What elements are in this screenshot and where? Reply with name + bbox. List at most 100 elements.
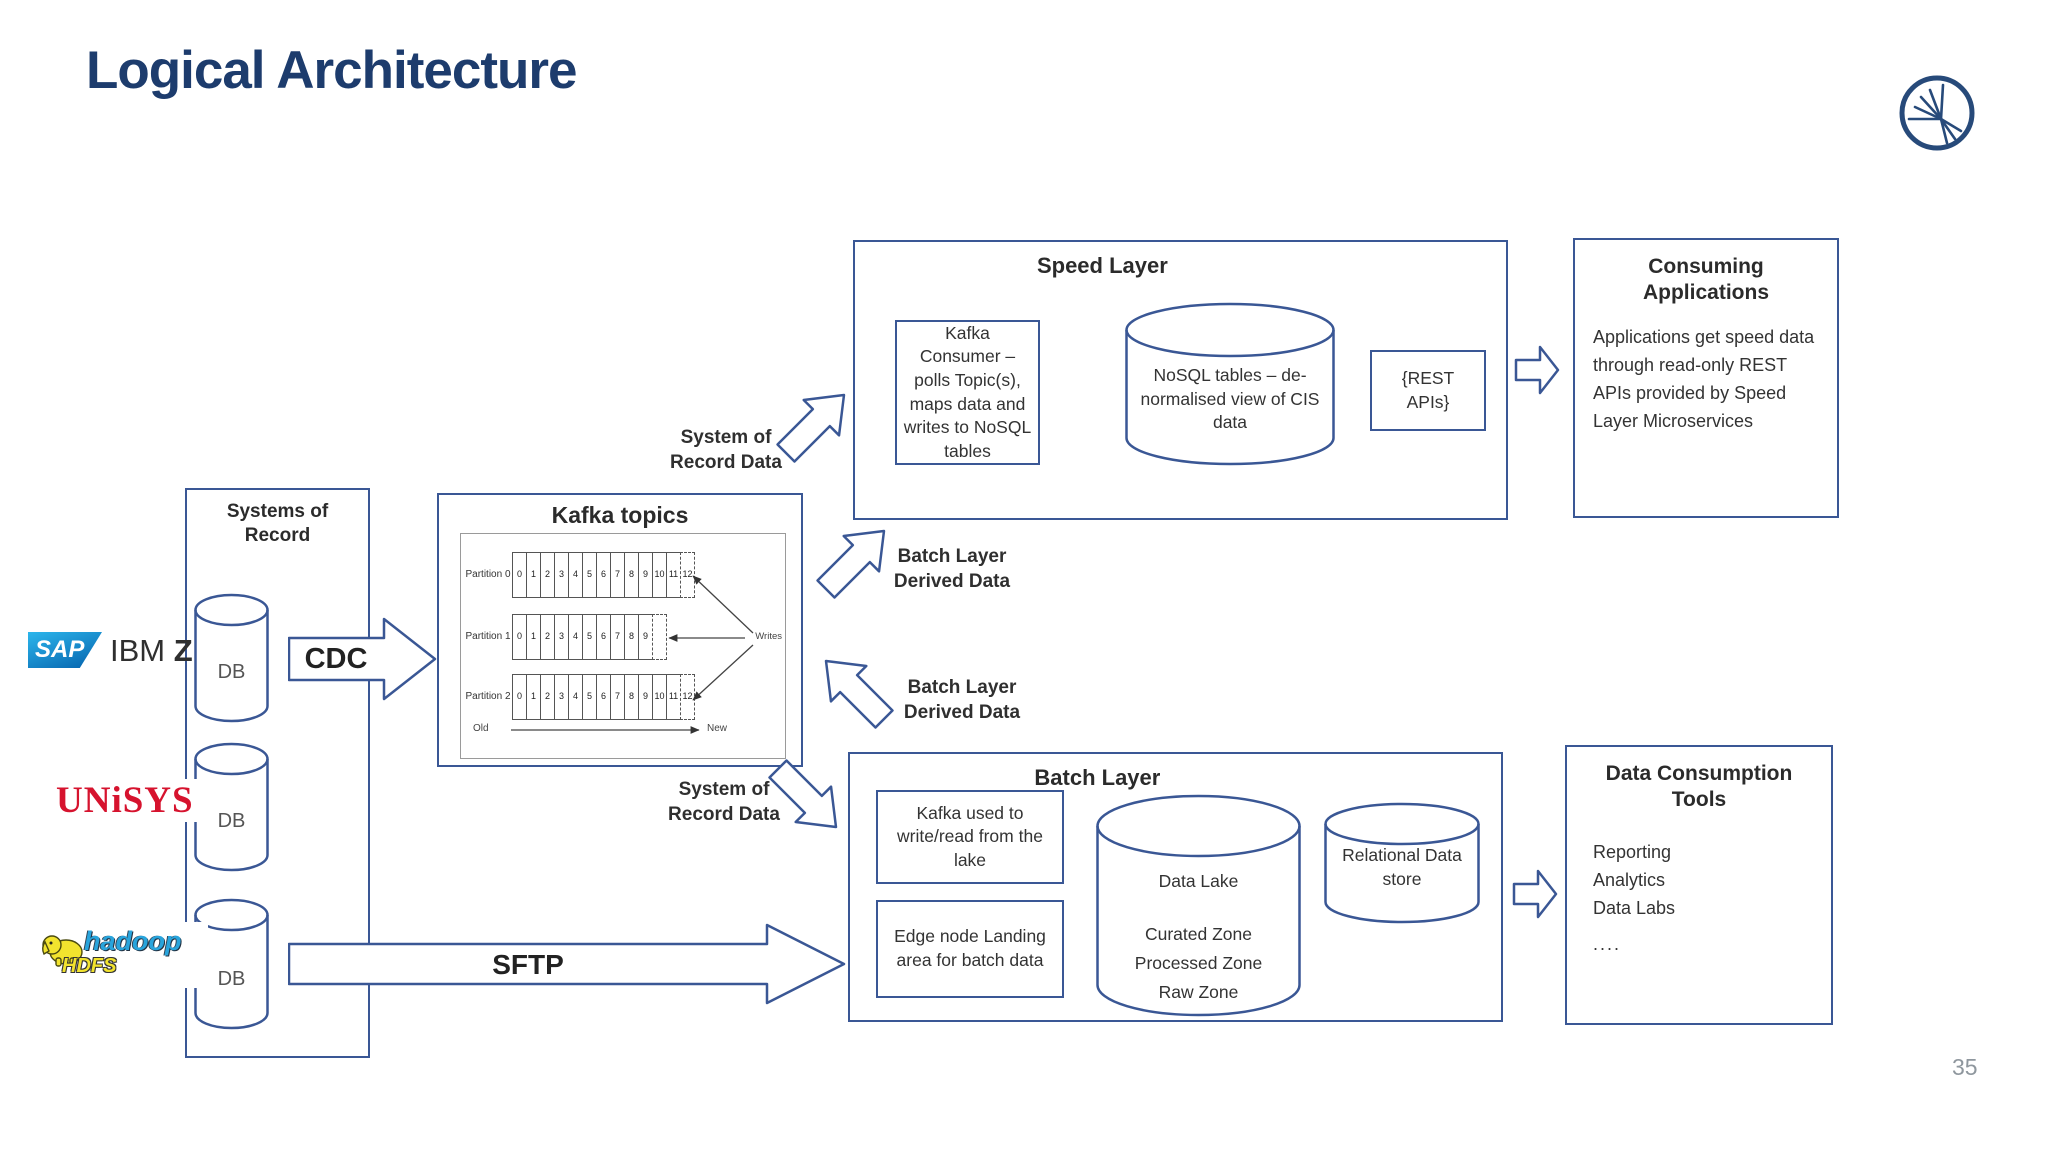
tools-item: ....: [1593, 933, 1622, 954]
consuming-applications-body: Applications get speed data through read…: [1593, 327, 1815, 431]
hadoop-hdfs-logo: hadoop HDFS: [40, 922, 208, 988]
sftp-arrow: SFTP: [288, 922, 846, 1006]
systems-of-record-title: Systems of Record: [226, 501, 329, 546]
kafka-cell: 2: [540, 552, 555, 598]
arrow-kafka-to-speed: [765, 374, 865, 474]
kafka-cell: 6: [596, 674, 611, 720]
arrow-speed-to-consuming: [1514, 344, 1560, 396]
batch-layer-derived-data-label-top: Batch Layer Derived Data: [893, 546, 1011, 592]
tools-item: Data Labs: [1593, 897, 1676, 918]
kafka-cell: 10: [652, 674, 667, 720]
sap-logo: SAP: [28, 632, 102, 668]
kafka-cell: 4: [568, 674, 583, 720]
new-label: New: [707, 723, 728, 734]
batch-layer-title: Batch Layer: [1034, 765, 1161, 790]
kafka-cell: 5: [582, 674, 597, 720]
kafka-cell: 3: [554, 674, 569, 720]
kafka-cell: 8: [624, 614, 639, 660]
system-of-record-data-label-bottom: System of Record Data: [668, 779, 780, 825]
kafka-cell: 4: [568, 552, 583, 598]
kafka-cell-dashed: 12: [680, 674, 695, 720]
nosql-label: NoSQL tables – de-normalised view of CIS…: [1140, 365, 1320, 433]
kafka-cell: 1: [526, 552, 541, 598]
cdc-arrow: CDC: [288, 616, 437, 702]
tools-item: Reporting: [1593, 842, 1672, 862]
kafka-partition-label: Partition 1: [465, 631, 511, 642]
kafka-cell: 10: [652, 552, 667, 598]
kafka-cell: 2: [540, 614, 555, 660]
data-consumption-tools-title: Data Consumption Tools: [1605, 762, 1793, 812]
rest-apis-label: {REST APIs}: [1401, 367, 1455, 412]
ibm-z-logo: IBM Z: [110, 633, 193, 669]
arrow-kafka-to-batch: [757, 748, 857, 848]
data-lake-title: Data Lake: [1158, 871, 1239, 891]
ibm-text: IBM: [110, 633, 166, 668]
kafka-cell: 3: [554, 614, 569, 660]
kafka-cell: 7: [610, 674, 625, 720]
page-title: Logical Architecture: [86, 41, 577, 100]
rest-apis-box: {REST APIs}: [1370, 350, 1486, 431]
kafka-cell: 8: [624, 552, 639, 598]
arrow-batch-to-tools: [1512, 868, 1558, 920]
unisys-logo: UNiSYS: [52, 779, 198, 822]
system-of-record-data-label-top: System of Record Data: [670, 427, 782, 473]
kafka-cell: 8: [624, 674, 639, 720]
kafka-lake-box: Kafka used to write/read from the lake: [876, 790, 1064, 884]
kafka-cell: 9: [638, 614, 653, 660]
kafka-cell: 11: [666, 552, 681, 598]
hadoop-wordmark: hadoop: [84, 926, 182, 956]
db-cylinder-2: DB: [194, 742, 269, 872]
nosql-cylinder: NoSQL tables – de-normalised view of CIS…: [1125, 302, 1335, 466]
arrow-kafka-derived-up: [805, 510, 905, 610]
data-lake-zone: Processed Zone: [1134, 952, 1263, 973]
db-label: DB: [217, 968, 246, 990]
kafka-cell-dashed: [652, 614, 667, 660]
kafka-cell: 3: [554, 552, 569, 598]
consuming-applications-title: Consuming Applications: [1642, 255, 1769, 305]
kafka-consumer-box: Kafka Consumer – polls Topic(s), maps da…: [895, 320, 1040, 465]
speed-layer-box: Speed Layer Kafka Consumer – polls Topic…: [853, 240, 1508, 520]
relational-store-label: Relational Data store: [1342, 845, 1462, 889]
arrow-batch-to-kafka: [805, 640, 905, 740]
kafka-cell: 6: [596, 614, 611, 660]
kafka-cell: 1: [526, 674, 541, 720]
data-lake-zone: Raw Zone: [1158, 981, 1239, 1002]
page-number: 35: [1952, 1054, 1978, 1080]
kafka-cell: 9: [638, 552, 653, 598]
kafka-cell: 1: [526, 614, 541, 660]
db-cylinder-1: DB: [194, 593, 269, 723]
sftp-label: SFTP: [492, 949, 564, 980]
writes-label: Writes: [755, 631, 782, 642]
hdfs-wordmark: HDFS: [62, 955, 117, 977]
speed-layer-title: Speed Layer: [1036, 253, 1168, 278]
db-label: DB: [217, 810, 246, 832]
db-label: DB: [217, 661, 246, 683]
ibm-z-text: Z: [173, 633, 193, 668]
kafka-cell-dashed: 12: [680, 552, 695, 598]
kafka-cell: 0: [512, 614, 527, 660]
cdc-label: CDC: [304, 643, 368, 675]
kafka-cell: 2: [540, 674, 555, 720]
tools-item: Analytics: [1593, 869, 1666, 890]
batch-layer-box: Batch Layer Kafka used to write/read fro…: [848, 752, 1503, 1022]
kafka-cell: 0: [512, 552, 527, 598]
old-label: Old: [473, 723, 489, 734]
kafka-cell: 7: [610, 614, 625, 660]
kafka-cell: 4: [568, 614, 583, 660]
kafka-cell: 5: [582, 614, 597, 660]
kafka-topics-title: Kafka topics: [551, 502, 689, 528]
kafka-cell: 9: [638, 674, 653, 720]
batch-layer-derived-data-label-mid: Batch Layer Derived Data: [903, 677, 1021, 723]
kafka-cell: 11: [666, 674, 681, 720]
kafka-cell: 0: [512, 674, 527, 720]
consuming-applications-box: Consuming Applications Applications get …: [1573, 238, 1839, 518]
